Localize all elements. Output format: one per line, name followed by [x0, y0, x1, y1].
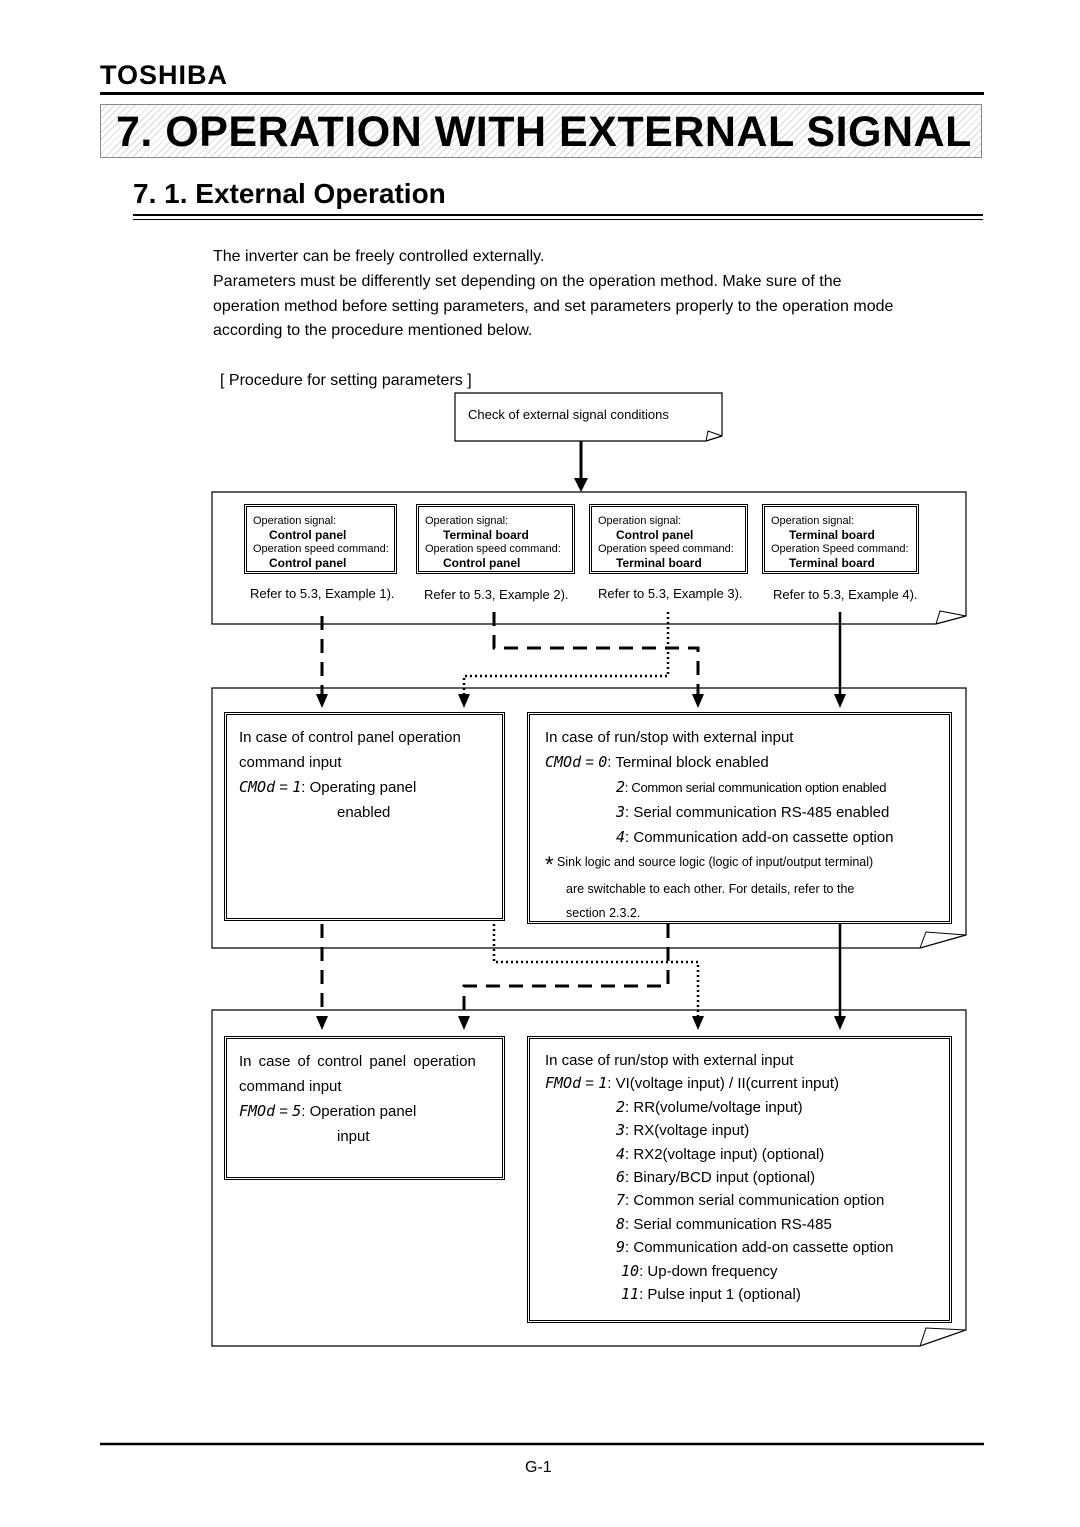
signal-3-speed-value: Terminal board	[616, 556, 702, 570]
fmod-item-3-text: : RX2(voltage input) (optional)	[625, 1145, 825, 1163]
signal-box-4: Operation signal: Terminal board Operati…	[762, 504, 919, 574]
fmod-item-0-text: : VI(voltage input) / II(current input)	[607, 1075, 840, 1093]
cmod-item-0-text: : Terminal block enabled	[607, 754, 769, 771]
signal-3-op-label: Operation signal:	[598, 515, 682, 527]
fmod-external-box: In case of run/stop with external input …	[527, 1036, 952, 1323]
cmod-item-0-val: 0	[598, 753, 608, 771]
fmod-item-5-text: : Common serial communication option	[625, 1192, 885, 1210]
intro-line-2: Parameters must be differently set depen…	[213, 273, 842, 290]
signal-3-speed-label: Operation speed command:	[598, 543, 734, 555]
fmod-item-5-val: 7	[616, 1191, 626, 1210]
signal-1-op-value: Control panel	[269, 528, 347, 542]
chapter-banner	[100, 104, 982, 158]
chapter-title: 7. OPERATION WITH EXTERNAL SIGNAL	[116, 108, 972, 156]
signal-4-ref: Refer to 5.3, Example 4).	[773, 587, 918, 602]
signal-4-op-label: Operation signal:	[771, 515, 855, 527]
fmod-item-2-val: 3	[616, 1121, 626, 1140]
signal-2-op-label: Operation signal:	[425, 515, 509, 527]
cmod-item-2-text: : Serial communication RS-485 enabled	[625, 804, 890, 821]
fmod-eq: =	[279, 1103, 289, 1120]
fmod-left-line2: command input	[239, 1078, 342, 1095]
fmod-item-6-val: 8	[616, 1214, 626, 1233]
section-rule	[133, 214, 983, 216]
cmod-note-line1: Sink logic and source logic (logic of in…	[557, 855, 874, 869]
signal-2-speed-value: Control panel	[443, 556, 521, 570]
signal-1-ref: Refer to 5.3, Example 1).	[250, 586, 395, 601]
page-number: G-1	[525, 1459, 552, 1476]
signal-4-op-value: Terminal board	[789, 528, 875, 542]
signal-2-ref: Refer to 5.3, Example 2).	[424, 587, 569, 602]
signal-4-speed-value: Terminal board	[789, 556, 875, 570]
fmod-item-2-text: : RX(voltage input)	[625, 1122, 750, 1140]
cmod-item-1-val: 2	[616, 778, 625, 796]
cmod-desc: : Operating panel	[301, 779, 417, 796]
signal-box-1: Operation signal: Control panel Operatio…	[244, 504, 397, 574]
fmod-item-7-text: : Communication add-on cassette option	[625, 1239, 894, 1257]
fmod-right-eq: =	[585, 1075, 595, 1093]
cmod-left-line1: In case of control panel operation	[239, 729, 461, 746]
fmod-item-8-text: : Up-down frequency	[639, 1262, 778, 1280]
cmod-item-2-val: 3	[616, 803, 626, 821]
cmod-external-box: In case of run/stop with external input …	[527, 712, 952, 924]
fmod-item-4-text: : Binary/BCD input (optional)	[625, 1169, 816, 1187]
fmod-right-param: FMOd	[545, 1074, 582, 1093]
signal-1-speed-value: Control panel	[269, 556, 347, 570]
fmod-desc: : Operation panel	[301, 1103, 417, 1120]
cmod-param: CMOd	[239, 778, 276, 796]
fmod-item-1-text: : RR(volume/voltage input)	[625, 1098, 803, 1116]
fmod-desc2: input	[337, 1128, 370, 1145]
cmod-right-eq: =	[585, 754, 595, 771]
signal-4-speed-label: Operation Speed command:	[771, 543, 909, 555]
signal-2-speed-label: Operation speed command:	[425, 543, 561, 555]
cmod-right-title: In case of run/stop with external input	[545, 729, 794, 746]
signal-1-speed-label: Operation speed command:	[253, 543, 389, 555]
cmod-left-line2: command input	[239, 754, 342, 771]
check-conditions-label: Check of external signal conditions	[468, 407, 669, 422]
section-rule-thin	[133, 219, 983, 220]
cmod-eq: =	[279, 779, 289, 796]
fmod-item-1-val: 2	[616, 1097, 626, 1116]
fmod-item-0-val: 1	[598, 1074, 608, 1093]
signal-1-op-label: Operation signal:	[253, 515, 337, 527]
fmod-panel-box: In case of control panel operation comma…	[224, 1036, 505, 1180]
intro-line-3: operation method before setting paramete…	[213, 298, 894, 315]
signal-2-op-value: Terminal board	[443, 528, 529, 542]
fmod-item-4-val: 6	[616, 1168, 626, 1187]
fmod-value: 5	[292, 1102, 302, 1120]
cmod-item-3-text: : Communication add-on cassette option	[625, 829, 894, 846]
cmod-value: 1	[292, 778, 302, 796]
cmod-note-line3: section 2.3.2.	[566, 906, 641, 920]
fmod-item-7-val: 9	[616, 1238, 626, 1257]
fmod-item-3-val: 4	[616, 1144, 626, 1163]
fmod-item-8-val: 10	[621, 1261, 640, 1280]
cmod-item-3-val: 4	[616, 828, 626, 846]
brand-logo: TOSHIBA	[100, 60, 229, 90]
fmod-param: FMOd	[239, 1102, 276, 1120]
signal-box-3: Operation signal: Control panel Operatio…	[589, 504, 748, 574]
signal-3-op-value: Control panel	[616, 528, 694, 542]
intro-line-1: The inverter can be freely controlled ex…	[213, 248, 545, 265]
intro-line-4: according to the procedure mentioned bel…	[213, 322, 533, 339]
fmod-item-6-text: : Serial communication RS-485	[625, 1215, 832, 1233]
cmod-item-1-text: : Common serial communication option ena…	[624, 780, 887, 795]
note-star: *	[545, 852, 554, 877]
cmod-desc2: enabled	[337, 804, 391, 821]
fmod-right-title: In case of run/stop with external input	[545, 1052, 794, 1069]
fmod-left-line1: In case of control panel operation	[239, 1053, 476, 1070]
procedure-label: [ Procedure for setting parameters ]	[220, 372, 472, 389]
section-title: 7. 1. External Operation	[133, 178, 446, 209]
signal-3-ref: Refer to 5.3, Example 3).	[598, 586, 743, 601]
cmod-panel-box: In case of control panel operation comma…	[224, 712, 505, 921]
cmod-right-param: CMOd	[545, 753, 582, 771]
signal-box-2: Operation signal: Terminal board Operati…	[416, 504, 575, 574]
fmod-item-9-text: : Pulse input 1 (optional)	[639, 1286, 801, 1304]
fmod-item-9-val: 11	[621, 1285, 640, 1304]
cmod-note-line2: are switchable to each other. For detail…	[566, 882, 855, 896]
header-rule	[100, 92, 984, 95]
